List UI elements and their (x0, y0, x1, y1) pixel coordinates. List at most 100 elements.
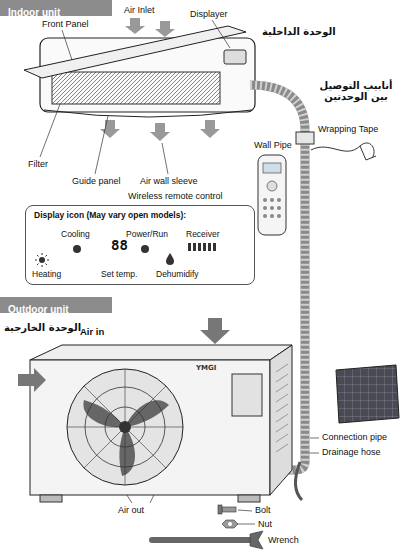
wrapping-tape (311, 143, 376, 160)
airflow-arrow (150, 123, 170, 141)
airflow-arrow (200, 120, 220, 138)
remote-control (270, 214, 274, 218)
part-label: Wall Pipe (254, 140, 292, 150)
display-panel: Display icon (May vary open models): Cool… (25, 205, 255, 285)
connection-pipe (296, 132, 314, 144)
part-label: Connection pipe (322, 432, 387, 442)
remote-control (270, 206, 274, 210)
leader-line (62, 30, 72, 60)
remote-control (263, 163, 281, 173)
hardware (250, 531, 263, 549)
outdoor-unit (270, 345, 292, 495)
display-icon (188, 243, 191, 251)
part-label: Guide panel (72, 176, 121, 186)
hardware (222, 520, 238, 528)
wrapping-tape (360, 146, 376, 160)
part-label: Air Inlet (124, 5, 155, 15)
segment-digits: 88 (111, 238, 128, 253)
icon-label: Set temp. (101, 270, 137, 280)
hardware (152, 537, 250, 543)
hardware (228, 522, 232, 526)
remote-control (277, 214, 281, 218)
part-label: Displayer (190, 9, 228, 19)
leader-line (236, 524, 255, 525)
unit-tab: Outdoor unit (0, 297, 112, 313)
display-icon (141, 245, 149, 253)
leader-line (95, 116, 108, 174)
leader-line (238, 510, 252, 511)
outdoor-unit (30, 360, 270, 495)
outdoor-unit (67, 369, 183, 485)
display-icon (198, 243, 201, 251)
outdoor-unit (30, 345, 292, 502)
outdoor-unit (119, 421, 131, 433)
icon-label: Heating (32, 270, 61, 280)
leader-line (40, 104, 60, 157)
remote-control (267, 181, 277, 191)
display-icon (166, 253, 174, 265)
display-icon (203, 243, 206, 251)
part-label: Nut (258, 519, 272, 529)
leader-line (212, 20, 230, 48)
outdoor-unit (238, 495, 260, 502)
display-icon (213, 243, 216, 251)
connection-pipe (295, 462, 302, 500)
outdoor-unit (67, 369, 183, 485)
airflow-arrow (18, 368, 46, 392)
display-icon (208, 243, 211, 251)
display-icon (73, 245, 81, 253)
remote-control (258, 155, 286, 235)
solar-panel (336, 365, 399, 423)
part-label: Air in (80, 327, 104, 338)
hardware (218, 505, 222, 514)
airflow-arrow (100, 18, 220, 141)
display-icon (193, 243, 196, 251)
airflow-arrow (155, 21, 175, 37)
part-label: Bolt (255, 505, 271, 515)
part-label: Drainage hose (322, 447, 381, 457)
part-label: Wireless remote control (128, 191, 223, 201)
remote-control (258, 155, 286, 235)
icon-label: Dehumidify (156, 270, 199, 280)
display-icon (35, 253, 49, 267)
remote-control (270, 198, 274, 202)
outdoor-unit (276, 364, 288, 452)
panel-heading: Display icon (May vary open models): (34, 211, 186, 221)
leader-line (310, 438, 319, 439)
remote-control (263, 206, 267, 210)
remote-control (263, 214, 267, 218)
outdoor-unit (40, 495, 62, 502)
indoor-unit (52, 72, 220, 104)
outdoor-unit (103, 427, 148, 478)
unit-title: Indoor unit (8, 7, 60, 19)
unit-title: Outdoor unit (8, 304, 69, 316)
unit-tab: Indoor unit (0, 0, 112, 16)
outdoor-unit (232, 374, 262, 416)
unit-label: الوحدة الخارجية (4, 322, 81, 333)
brand-logo: YMGI (196, 364, 216, 372)
remote-control (277, 198, 281, 202)
indoor-unit (44, 110, 252, 117)
unit-label: الوحدة الداخلية (262, 26, 336, 37)
airflow-arrow (100, 120, 120, 138)
remote-control (277, 206, 281, 210)
icon-label: Receiver (186, 230, 220, 240)
hardware (152, 505, 263, 549)
outdoor-unit (30, 345, 292, 360)
part-label: أنابيب التوصيل بين الوحدتين (314, 80, 398, 102)
part-label: Wrapping Tape (318, 124, 378, 134)
icon-label: Cooling (61, 230, 90, 240)
leader-line (162, 143, 168, 174)
part-label: Air wall sleeve (140, 176, 198, 186)
indoor-unit (24, 26, 255, 117)
part-label: Air out (118, 505, 144, 515)
part-label: Front Panel (42, 19, 89, 29)
solar-panel (336, 365, 399, 423)
display-icon (39, 257, 45, 263)
part-label: Filter (28, 159, 48, 169)
remote-control (263, 198, 267, 202)
airflow-arrow (200, 318, 230, 344)
outdoor-unit (67, 369, 183, 485)
icon-label: Power/Run (126, 230, 168, 240)
